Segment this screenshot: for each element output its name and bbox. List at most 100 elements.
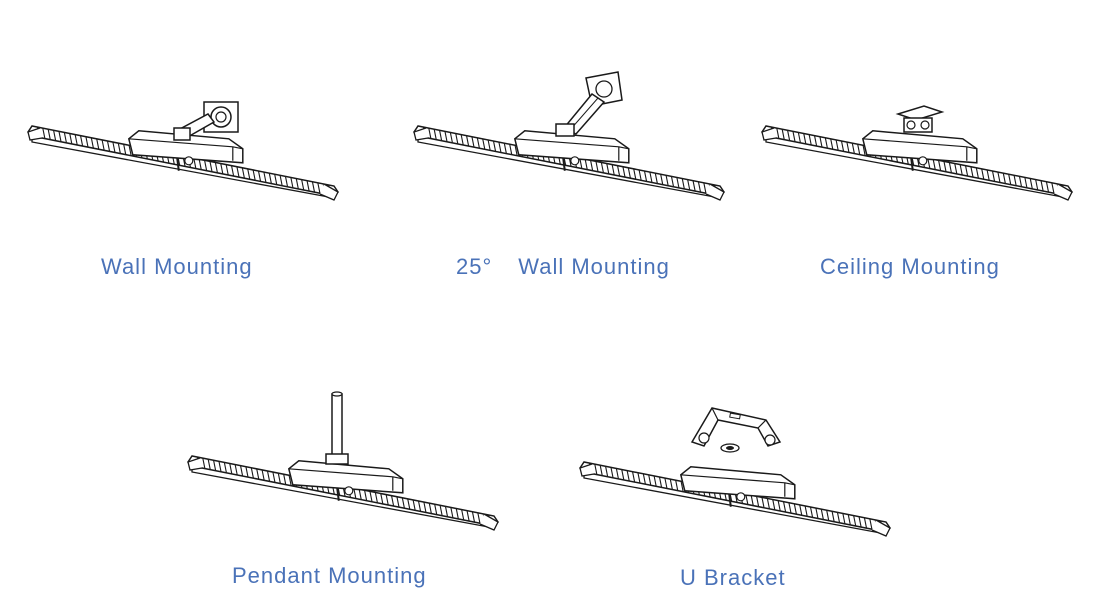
- cooling-fin: [272, 471, 276, 483]
- end-cap: [761, 127, 777, 141]
- cooling-fin: [301, 179, 305, 190]
- cooling-fin: [626, 470, 630, 481]
- wall-25-mounting-label: Wall Mounting: [518, 254, 670, 279]
- cooling-fin: [1040, 180, 1044, 191]
- end-cap: [479, 513, 499, 531]
- cooling-fin: [590, 160, 594, 171]
- cooling-fin: [781, 129, 785, 140]
- end-cap: [579, 463, 595, 477]
- cooling-fin: [948, 162, 952, 173]
- cable-gland: [184, 156, 194, 166]
- u-bracket-label: U Bracket: [680, 565, 786, 590]
- cooling-fin: [863, 517, 867, 528]
- driver-box-edge: [514, 138, 629, 161]
- cooling-fin: [455, 133, 459, 144]
- cooling-fin: [412, 499, 416, 511]
- cooling-fin: [358, 489, 362, 500]
- cooling-fin: [42, 128, 46, 139]
- cooling-fin: [439, 130, 443, 141]
- cooling-fin: [1024, 177, 1028, 188]
- cooling-fin: [766, 498, 770, 509]
- cooling-fin: [964, 165, 969, 176]
- cooling-fin: [642, 473, 646, 484]
- cooling-fin: [401, 497, 405, 508]
- cooling-fin: [1045, 181, 1049, 192]
- cooling-fin: [676, 177, 680, 188]
- cooling-fin: [85, 136, 89, 147]
- cooling-fin: [364, 490, 368, 501]
- cooling-fin: [648, 474, 652, 485]
- cooling-fin: [390, 495, 395, 506]
- cooling-fin: [831, 511, 835, 522]
- cooling-fin: [862, 145, 866, 156]
- cooling-fin: [106, 140, 111, 152]
- cooling-fin: [423, 501, 427, 513]
- cooling-fin: [660, 174, 664, 185]
- caption-wall-25-mounting: 25°Wall Mounting: [456, 254, 670, 280]
- cooling-fin: [466, 510, 470, 521]
- wall-arm-icon: [173, 101, 239, 141]
- cooling-fin: [830, 138, 834, 149]
- cooling-fin: [1013, 175, 1017, 186]
- cooling-fin: [450, 507, 454, 518]
- cooling-fin: [665, 175, 669, 186]
- cooling-fin: [53, 130, 57, 141]
- cooling-fin: [664, 477, 668, 489]
- cooling-fin: [503, 143, 507, 154]
- cooling-fin: [247, 168, 251, 179]
- end-cap: [871, 519, 891, 537]
- cooling-fin: [241, 167, 245, 178]
- cooling-fin: [703, 182, 707, 193]
- cooling-fin: [975, 167, 979, 178]
- cooling-fin: [283, 474, 287, 485]
- cable-gland: [736, 492, 746, 502]
- cooling-fin: [428, 503, 432, 514]
- cooling-fin: [808, 134, 812, 145]
- cooling-fin: [396, 496, 400, 507]
- cooling-fin: [853, 515, 857, 526]
- cooling-fin: [756, 496, 760, 507]
- wall-25-mounting-drawing: [413, 71, 726, 202]
- cooling-fin: [79, 135, 84, 146]
- cooling-fin: [675, 480, 679, 491]
- cooling-fin: [477, 512, 481, 523]
- cooling-fin: [317, 182, 321, 193]
- cooling-fin: [455, 508, 459, 519]
- cooling-fin: [266, 470, 271, 482]
- cooling-fin: [290, 177, 294, 188]
- cooling-fin: [461, 509, 465, 520]
- light-bar: [761, 125, 1073, 201]
- cooling-fin: [369, 491, 373, 502]
- cooling-fin: [239, 465, 244, 476]
- cooling-fin: [1018, 176, 1023, 187]
- cooling-fin: [809, 506, 814, 518]
- cooling-fin: [820, 509, 824, 520]
- cooling-fin: [101, 139, 105, 151]
- cooling-fin: [750, 495, 754, 506]
- cooling-fin: [938, 160, 942, 171]
- cooling-fin: [857, 144, 861, 155]
- cooling-fin: [842, 513, 846, 524]
- cooling-fin: [840, 140, 845, 152]
- cooling-fin: [1051, 182, 1055, 193]
- cooling-fin: [476, 137, 480, 148]
- cooling-fin: [47, 129, 51, 140]
- cooling-fin: [611, 164, 615, 175]
- cooling-fin: [813, 135, 818, 146]
- cooling-fin: [245, 466, 249, 477]
- cooling-fin: [835, 139, 839, 151]
- cooling-fin: [776, 128, 780, 139]
- cooling-fin: [288, 475, 292, 486]
- ceiling-mounting-label: Ceiling Mounting: [820, 254, 1000, 279]
- cooling-fin: [220, 163, 224, 174]
- cooling-fin: [509, 144, 513, 155]
- pendant-mounting-illustration: [187, 391, 499, 531]
- cooling-fin: [991, 170, 996, 182]
- cooling-fin: [799, 504, 803, 515]
- cooling-fin: [198, 159, 202, 170]
- cooling-fin: [229, 463, 233, 474]
- cooling-fin: [460, 134, 464, 145]
- cooling-fin: [214, 162, 218, 173]
- cooling-fin: [498, 141, 502, 153]
- cable-gland: [918, 156, 928, 166]
